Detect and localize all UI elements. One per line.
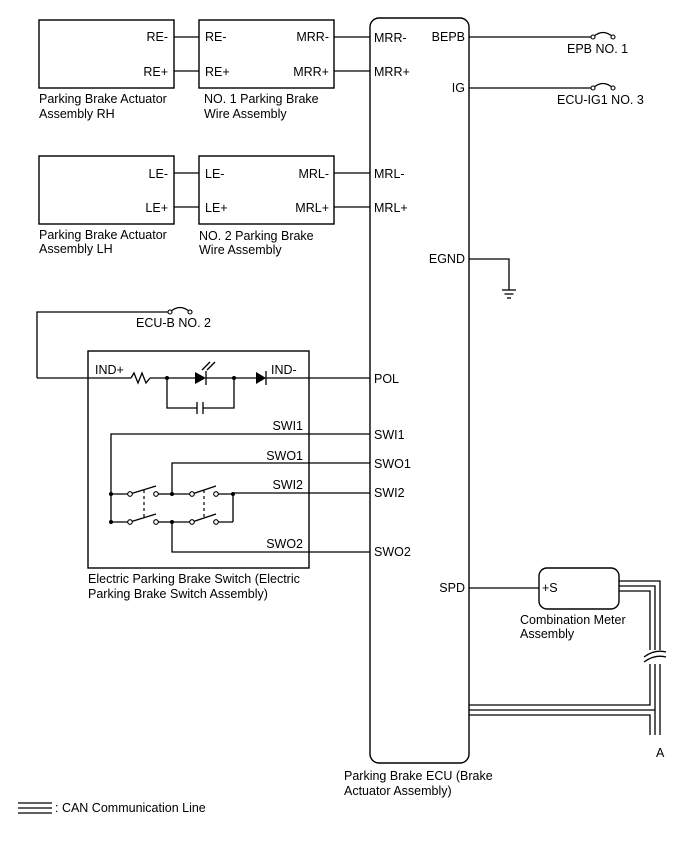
ground-icon — [502, 289, 516, 299]
ecu-pin-swo2: SWO2 — [374, 545, 411, 559]
switch-pin-swo2: SWO2 — [266, 537, 303, 551]
wire-no1-left-plus: RE+ — [205, 65, 230, 79]
ecu-pin-swo1: SWO1 — [374, 457, 411, 471]
lh-actuator-label-2: Assembly LH — [39, 242, 113, 256]
lh-actuator-box — [38, 155, 175, 225]
fuse-ig-terminal-a — [590, 85, 596, 91]
connector-a-label: A — [656, 746, 665, 760]
wire-no2-right-plus: MRL+ — [295, 201, 329, 215]
switch-label-1: Electric Parking Brake Switch (Electric — [88, 572, 300, 586]
switch-pin-swo1: SWO1 — [266, 449, 303, 463]
meter-box — [538, 567, 620, 610]
fuse-ecu-b-label: ECU-B NO. 2 — [136, 316, 211, 330]
rh-actuator-pin-minus: RE- — [146, 30, 168, 44]
switch-box — [87, 350, 310, 569]
ecu-pin-mrr-minus: MRR- — [374, 31, 407, 45]
rh-actuator-label-2: Assembly RH — [39, 107, 115, 121]
ecu-pin-ig: IG — [452, 81, 465, 95]
ecu-pin-swi1: SWI1 — [374, 428, 405, 442]
switch-pin-swi2: SWI2 — [272, 478, 303, 492]
wire-no1-right-minus: MRR- — [296, 30, 329, 44]
wire-ecu-b — [36, 311, 170, 378]
wire-no2-right-minus: MRL- — [298, 167, 329, 181]
lh-actuator-label-1: Parking Brake Actuator — [39, 228, 167, 242]
switch-label-2: Parking Brake Switch Assembly) — [88, 587, 268, 601]
ecu-pin-egnd: EGND — [429, 252, 465, 266]
ecu-box — [369, 17, 470, 764]
fuse-ecu-b-icon — [169, 306, 191, 313]
fuse-ig-icon — [592, 82, 614, 89]
meter-pin-s: +S — [542, 581, 558, 595]
wire-no2-left-minus: LE- — [205, 167, 224, 181]
parking-brake-ecu: MRR- MRR+ MRL- MRL+ POL SWI1 SWO1 SWI2 S… — [344, 17, 493, 798]
wire-no1-left-minus: RE- — [205, 30, 227, 44]
wire-no1-box — [198, 19, 335, 89]
lh-actuator-pin-plus: LE+ — [145, 201, 168, 215]
wire-assembly-no2: LE- LE+ MRL- MRL+ NO. 2 Parking Brake Wi… — [198, 155, 335, 257]
wire-no2-box — [198, 155, 335, 225]
rh-actuator-box — [38, 19, 175, 89]
ecu-label-1: Parking Brake ECU (Brake — [344, 769, 493, 783]
wire-swo1 — [171, 462, 370, 494]
wire-no2-label-1: NO. 2 Parking Brake — [199, 229, 314, 243]
fuse-ig-terminal-b — [610, 85, 616, 91]
fuse-epb-icon — [592, 31, 614, 38]
ecu-pin-mrr-plus: MRR+ — [374, 65, 410, 79]
fuse-ig-label: ECU-IG1 NO. 3 — [557, 93, 644, 107]
rh-actuator-pin-plus: RE+ — [143, 65, 168, 79]
ecu-label-2: Actuator Assembly) — [344, 784, 452, 798]
switch-pin-ind-plus: IND+ — [95, 363, 124, 377]
wire-no2-label-2: Wire Assembly — [199, 243, 282, 257]
fuse-ecu-b-terminal-b — [187, 309, 193, 315]
can-communication-lines — [469, 580, 667, 735]
meter-label-2: Assembly — [520, 627, 575, 641]
ecu-pin-swi2: SWI2 — [374, 486, 405, 500]
legend-text: : CAN Communication Line — [55, 801, 206, 815]
power-supply: EPB NO. 1 ECU-IG1 NO. 3 — [469, 31, 644, 299]
meter-label-1: Combination Meter — [520, 613, 626, 627]
switch-contacts-icon — [109, 485, 235, 525]
ecu-pin-bepb: BEPB — [432, 30, 465, 44]
wire-swo2 — [171, 522, 370, 553]
ecu-pin-mrl-plus: MRL+ — [374, 201, 408, 215]
rh-actuator: RE- RE+ Parking Brake Actuator Assembly … — [38, 19, 175, 121]
ecu-pin-pol: POL — [374, 372, 399, 386]
switch-pin-ind-minus: IND- — [271, 363, 297, 377]
rh-actuator-label-1: Parking Brake Actuator — [39, 92, 167, 106]
wire-egnd — [469, 258, 510, 290]
wire-swi1 — [110, 433, 370, 494]
parking-brake-switch: ECU-B NO. 2 IND+ IND- SWI1 SWO1 — [36, 306, 370, 601]
fuse-ecu-b-terminal-a — [167, 309, 173, 315]
wire-assembly-no1: RE- RE+ MRR- MRR+ NO. 1 Parking Brake Wi… — [198, 19, 335, 121]
fuse-epb-label: EPB NO. 1 — [567, 42, 628, 56]
ecu-pin-spd: SPD — [439, 581, 465, 595]
wire-no2-left-plus: LE+ — [205, 201, 228, 215]
ecu-input-wires — [334, 36, 370, 208]
lh-actuator: LE- LE+ Parking Brake Actuator Assembly … — [38, 155, 175, 256]
switch-pin-swi1: SWI1 — [272, 419, 303, 433]
fuse-epb-terminal-a — [590, 34, 596, 40]
ecu-pin-mrl-minus: MRL- — [374, 167, 405, 181]
wire-no1-right-plus: MRR+ — [293, 65, 329, 79]
wire-no1-label-2: Wire Assembly — [204, 107, 287, 121]
lh-actuator-pin-minus: LE- — [149, 167, 168, 181]
combination-meter: +S Combination Meter Assembly — [469, 567, 626, 641]
can-line-legend-icon — [18, 802, 52, 814]
legend: : CAN Communication Line — [18, 801, 206, 815]
resistor-icon — [130, 371, 151, 385]
actuator-wires — [174, 36, 199, 208]
fuse-epb-terminal-b — [610, 34, 616, 40]
wire-no1-label-1: NO. 1 Parking Brake — [204, 92, 319, 106]
